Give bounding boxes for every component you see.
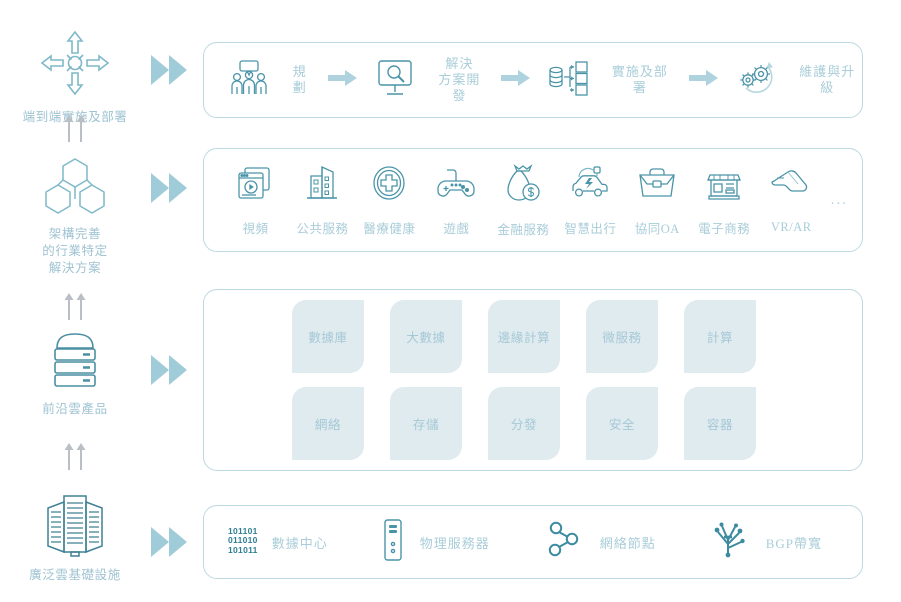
video-player-icon: [235, 166, 275, 208]
flow-step-planning[interactable]: 規劃: [226, 58, 314, 103]
flow-step-solution-dev[interactable]: 解決 方案開發: [372, 56, 488, 104]
product-tile[interactable]: 數據庫: [292, 300, 364, 373]
industry-list: 視頻 公共服務: [204, 149, 862, 251]
money-bag-icon: [503, 163, 543, 209]
infra-item-label: 數據中心: [271, 535, 328, 551]
product-tile-row: 網絡 存儲 分發 安全 容器: [292, 387, 862, 460]
rail-item-infrastructure[interactable]: 廣泛雲基礎設施: [0, 488, 150, 584]
flow-step-label: 維護與升級: [799, 64, 856, 95]
cloud-infrastructure-icon: [0, 488, 150, 563]
product-tile[interactable]: 大數據: [390, 300, 462, 373]
industry-item-medical[interactable]: 醫療健康: [356, 164, 423, 237]
industry-more-icon[interactable]: ...: [830, 191, 848, 208]
industry-item-label: 智慧出行: [564, 221, 617, 236]
infra-item-label: BGP帶寬: [765, 535, 823, 551]
chevron-right-icon-3: [147, 352, 193, 393]
rail-item-end-to-end[interactable]: 端到端實施及部署: [0, 26, 150, 126]
industry-item-ecommerce[interactable]: 電子商務: [691, 164, 758, 237]
infra-item-label: 網絡節點: [599, 535, 656, 551]
flow-step-label: 解決 方案開發: [438, 56, 481, 103]
storefront-icon: [704, 173, 744, 208]
smart-mobility-car-icon: [567, 165, 613, 208]
public-service-icon: [302, 165, 342, 208]
rail-item-cloud-products[interactable]: 前沿雲產品: [0, 330, 150, 418]
bgp-bandwidth-icon: [708, 518, 752, 567]
industry-item-public-service[interactable]: 公共服務: [289, 164, 356, 237]
infra-item-bgp-bandwidth[interactable]: BGP帶寬: [708, 518, 822, 567]
rail-item-architecture[interactable]: 架構完善 的行業特定 解決方案: [0, 155, 150, 277]
industry-panel: 視頻 公共服務: [203, 148, 863, 252]
industry-item-smart-mobility[interactable]: 智慧出行: [557, 164, 624, 237]
industry-item-label: VR/AR: [770, 219, 812, 234]
infra-item-physical-server[interactable]: 物理服務器: [380, 517, 490, 568]
infra-item-network-node[interactable]: 網絡節點: [542, 518, 656, 567]
rail-up-arrows-1: [0, 112, 150, 149]
industry-item-label: 金融服務: [497, 222, 550, 237]
product-tile[interactable]: 邊緣計算: [488, 300, 560, 373]
right-arrow-icon-2: [501, 69, 531, 92]
product-tile-row: 數據庫 大數據 邊緣計算 微服務 計算: [292, 300, 862, 373]
chevron-right-icon-2: [147, 170, 193, 211]
service-flow-steps: 規劃 解決 方案開發: [204, 43, 862, 117]
flow-step-label: 規劃: [292, 64, 307, 95]
industry-item-label: 視頻: [242, 221, 269, 236]
briefcase-oa-icon: [636, 167, 678, 208]
rail-up-arrows-3: [0, 440, 150, 477]
product-tile[interactable]: 存儲: [390, 387, 462, 460]
gamepad-icon: [435, 168, 477, 208]
network-node-icon: [542, 518, 586, 567]
service-flow-panel: 規劃 解決 方案開發: [203, 42, 863, 118]
rail-item-label: 前沿雲產品: [42, 402, 108, 416]
industry-item-video[interactable]: 視頻: [222, 164, 289, 237]
product-tile[interactable]: 計算: [684, 300, 756, 373]
cloud-products-panel: 數據庫 大數據 邊緣計算 微服務 計算 網絡 存儲 分發 安全 容器: [203, 289, 863, 471]
architecture-blocks-icon: [0, 155, 150, 222]
binary-line: 101101: [228, 525, 258, 536]
infra-item-datacenter[interactable]: 101101 011010 101011 數據中心: [228, 525, 328, 558]
binary-line: 101011: [228, 544, 258, 555]
industry-item-vr-ar[interactable]: VR/AR: [758, 166, 825, 235]
industry-item-label: 協同OA: [634, 221, 680, 236]
product-tile[interactable]: 分發: [488, 387, 560, 460]
product-tile-grid: 數據庫 大數據 邊緣計算 微服務 計算 網絡 存儲 分發 安全 容器: [204, 290, 862, 470]
product-tile[interactable]: 微服務: [586, 300, 658, 373]
flow-step-label: 實施及部署: [611, 64, 668, 95]
flow-step-maintenance[interactable]: 維護與升級: [733, 57, 862, 104]
flow-step-deployment[interactable]: 實施及部署: [545, 57, 674, 104]
end-to-end-deployment-icon: [0, 26, 150, 105]
right-arrow-icon-1: [327, 69, 358, 92]
physical-server-icon: [380, 517, 406, 568]
infrastructure-list: 101101 011010 101011 數據中心: [204, 506, 862, 578]
product-tile[interactable]: 容器: [684, 387, 756, 460]
rail-item-label: 端到端實施及部署: [22, 110, 128, 124]
industry-item-finance[interactable]: 金融服務: [490, 163, 557, 238]
vr-glasses-icon: [768, 169, 814, 210]
infra-item-label: 物理服務器: [419, 535, 490, 551]
industry-item-gaming[interactable]: 遊戲: [423, 164, 490, 237]
gears-refresh-icon: [733, 57, 779, 104]
chevron-right-icon-4: [147, 524, 193, 565]
industry-item-oa[interactable]: 協同OA: [624, 164, 691, 237]
team-discussion-icon: [226, 58, 272, 103]
rail-item-label: 架構完善 的行業特定 解決方案: [42, 227, 108, 275]
rail-up-arrows-2: [0, 290, 150, 327]
binary-data-icon: 101101 011010 101011: [228, 525, 258, 558]
industry-item-label: 公共服務: [296, 221, 349, 236]
infrastructure-panel: 101101 011010 101011 數據中心: [203, 505, 863, 579]
product-tile[interactable]: 安全: [586, 387, 658, 460]
deploy-topology-icon: [545, 57, 591, 104]
industry-item-label: 醫療健康: [363, 221, 416, 236]
right-arrow-icon-3: [688, 69, 719, 92]
industry-item-label: 遊戲: [443, 221, 470, 236]
industry-item-label: 電子商務: [698, 221, 751, 236]
binary-line: 011010: [228, 535, 258, 545]
rail-item-label: 廣泛雲基礎設施: [29, 568, 121, 582]
chevron-right-icon-1: [147, 52, 193, 93]
monitor-search-icon: [372, 57, 418, 104]
product-tile[interactable]: 網絡: [292, 387, 364, 460]
stage-rail: 端到端實施及部署 架構完善 的行業特定 解決方案: [0, 0, 150, 602]
medical-health-icon: [369, 165, 409, 208]
cloud-product-stack-icon: [0, 330, 150, 397]
